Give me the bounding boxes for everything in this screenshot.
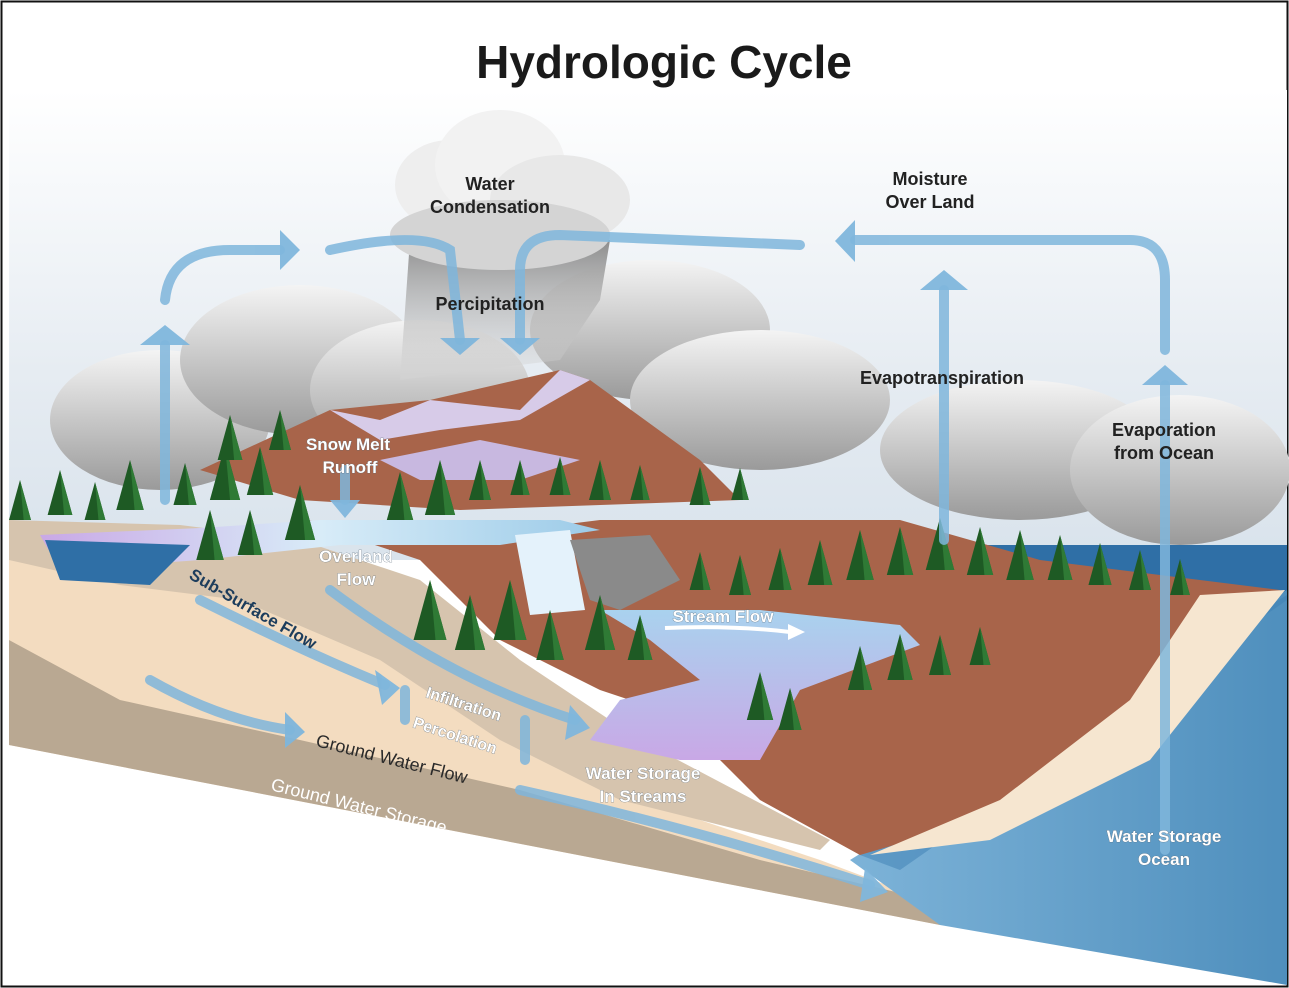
tree-highlight	[940, 635, 951, 675]
page-title: Hydrologic Cycle	[476, 36, 852, 88]
tree-highlight	[400, 472, 414, 520]
arrowhead-moisture-land	[835, 220, 855, 262]
label-water-storage-streams-1: Water Storage	[586, 764, 701, 783]
tree-highlight	[820, 540, 833, 585]
tree-highlight	[510, 580, 527, 640]
arrowhead-snowmelt	[330, 500, 360, 518]
label-stream-flow: Stream Flow	[672, 607, 774, 626]
tree-highlight	[1060, 535, 1073, 580]
arrowhead-evapotranspiration	[920, 270, 968, 290]
precipitation-arrow-2	[515, 229, 805, 345]
label-snow-melt-runoff-1: Snow Melt	[306, 435, 390, 454]
label-percipitation: Percipitation	[435, 294, 544, 314]
overland-flow-arrow	[325, 585, 580, 725]
tree-highlight	[790, 688, 802, 730]
tree-highlight	[600, 460, 611, 500]
tree-highlight	[260, 447, 274, 495]
label-evaporation-from-ocean-2: from Ocean	[1114, 443, 1214, 463]
label-water-storage-streams-2: In Streams	[600, 787, 687, 806]
tree-highlight	[230, 415, 243, 460]
label-overland-flow-1: Overland	[319, 547, 393, 566]
sub-surface-arrow	[195, 595, 390, 690]
label-evapotranspiration: Evapotranspiration	[860, 368, 1024, 388]
label-water-storage-ocean-1: Water Storage	[1107, 827, 1222, 846]
label-overland-flow-2: Flow	[337, 570, 376, 589]
tree-highlight	[980, 627, 991, 665]
tree-highlight	[1180, 559, 1190, 595]
tree-highlight	[940, 518, 955, 570]
tree-highlight	[550, 610, 564, 660]
stream	[590, 610, 920, 760]
tree-highlight	[60, 470, 73, 515]
tree-highlight	[740, 555, 751, 595]
tree-highlight	[440, 460, 456, 515]
label-water-storage-ocean-2: Ocean	[1138, 850, 1190, 869]
arrowhead-evap-ocean	[1142, 365, 1188, 385]
precipitation-arrow-1	[325, 235, 465, 345]
ground-water-arrow	[145, 675, 295, 735]
tree-highlight	[700, 552, 711, 590]
tree-highlight	[700, 467, 711, 505]
label-moisture-over-land-2: Over Land	[885, 192, 974, 212]
tree-highlight	[760, 672, 774, 720]
tree-highlight	[900, 527, 914, 575]
tree-highlight	[860, 530, 874, 580]
tree-highlight	[600, 595, 616, 650]
tree-highlight	[560, 457, 571, 495]
tree-highlight	[470, 595, 486, 650]
bedrock-layer	[9, 640, 940, 925]
moisture-over-land-arrow	[850, 235, 1170, 355]
tree-highlight	[480, 460, 491, 500]
tree-highlight	[280, 410, 291, 450]
tree-highlight	[780, 548, 792, 590]
arrows	[145, 229, 1170, 890]
rock-cliff	[570, 535, 680, 610]
tree-highlight	[1140, 550, 1151, 590]
label-water-condensation-2: Condensation	[430, 197, 550, 217]
lake-depth	[45, 540, 190, 585]
waterfall	[515, 530, 585, 615]
arrowhead-subsurface	[375, 670, 400, 705]
tree-highlight	[640, 465, 650, 500]
arrowhead-evap-left	[140, 325, 190, 345]
tree-highlight	[640, 615, 653, 660]
sand-layer	[9, 530, 940, 925]
label-moisture-over-land-1: Moisture	[892, 169, 967, 189]
tree-highlight	[740, 468, 749, 500]
tree-highlight	[860, 646, 873, 690]
tree-highlight	[210, 510, 224, 560]
tree-highlight	[1100, 543, 1112, 585]
tree-highlight	[900, 634, 913, 680]
forest	[9, 410, 1190, 730]
label-water-condensation-1: Water	[465, 174, 514, 194]
tree-highlight	[250, 510, 263, 555]
arrowhead-gw-storage	[860, 868, 888, 902]
tree-highlight	[980, 527, 994, 575]
arrowhead-overland	[565, 705, 590, 740]
mountain-lake	[40, 520, 600, 570]
moisture-left-arrow	[160, 245, 285, 305]
tree-highlight	[520, 460, 530, 495]
arrowheads	[140, 220, 1188, 902]
arrowhead-precip-2	[500, 338, 540, 355]
tree-highlight	[20, 480, 31, 520]
tree-highlight	[430, 580, 447, 640]
arrowhead-moisture-left	[280, 230, 300, 270]
label-snow-melt-runoff-2: Runoff	[323, 458, 378, 477]
stream-flow-arrow	[664, 625, 791, 634]
subsurface-layer	[9, 520, 830, 850]
ground-water-storage-arrow	[515, 785, 875, 890]
tree-highlight	[300, 485, 316, 540]
beach	[870, 590, 1285, 855]
tree-highlight	[1020, 530, 1034, 580]
arrowhead-precip-1	[440, 338, 480, 355]
arrowhead-groundwater	[285, 712, 305, 748]
tree-highlight	[130, 460, 144, 510]
stream-flow-arrowhead	[788, 624, 805, 640]
tree-highlight	[185, 463, 197, 505]
label-evaporation-from-ocean-1: Evaporation	[1112, 420, 1216, 440]
tree-highlight	[95, 482, 106, 520]
